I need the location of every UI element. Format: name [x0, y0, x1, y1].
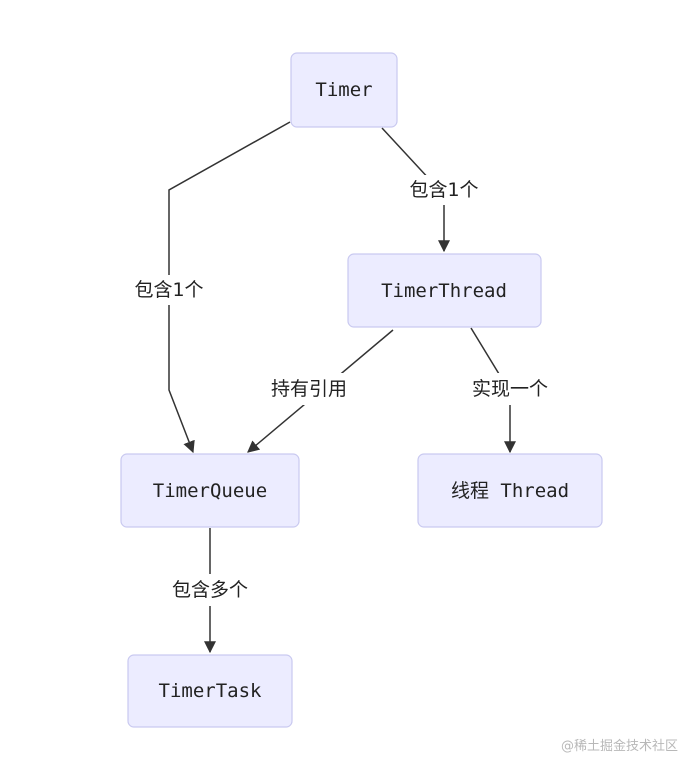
- edge-label-thread-to-thread-class: 实现一个: [458, 373, 562, 405]
- node-timer-thread: TimerThread: [347, 253, 542, 328]
- edge-label-text: 包含1个: [409, 179, 478, 201]
- node-label: TimerQueue: [153, 480, 267, 502]
- node-label: 线程 Thread: [451, 480, 569, 502]
- node-thread: 线程 Thread: [417, 453, 603, 528]
- node-timer-task: TimerTask: [127, 654, 293, 728]
- edge-label-text: 包含多个: [172, 579, 248, 601]
- edge-label-text: 包含1个: [134, 279, 203, 301]
- node-timer: Timer: [290, 52, 398, 128]
- edge-label-text: 持有引用: [271, 378, 347, 400]
- node-label: TimerThread: [381, 280, 507, 302]
- edge-label-thread-to-queue: 持有引用: [257, 373, 361, 405]
- node-label: TimerTask: [159, 680, 263, 702]
- edge-label-timer-to-queue: 包含1个: [123, 275, 215, 305]
- node-timer-queue: TimerQueue: [120, 453, 300, 528]
- watermark: @稀土掘金技术社区: [560, 739, 678, 754]
- edge-label-timer-to-thread: 包含1个: [398, 175, 490, 205]
- node-label: Timer: [315, 79, 372, 101]
- edge-label-text: 实现一个: [472, 378, 548, 400]
- edge-label-queue-to-task: 包含多个: [158, 574, 262, 606]
